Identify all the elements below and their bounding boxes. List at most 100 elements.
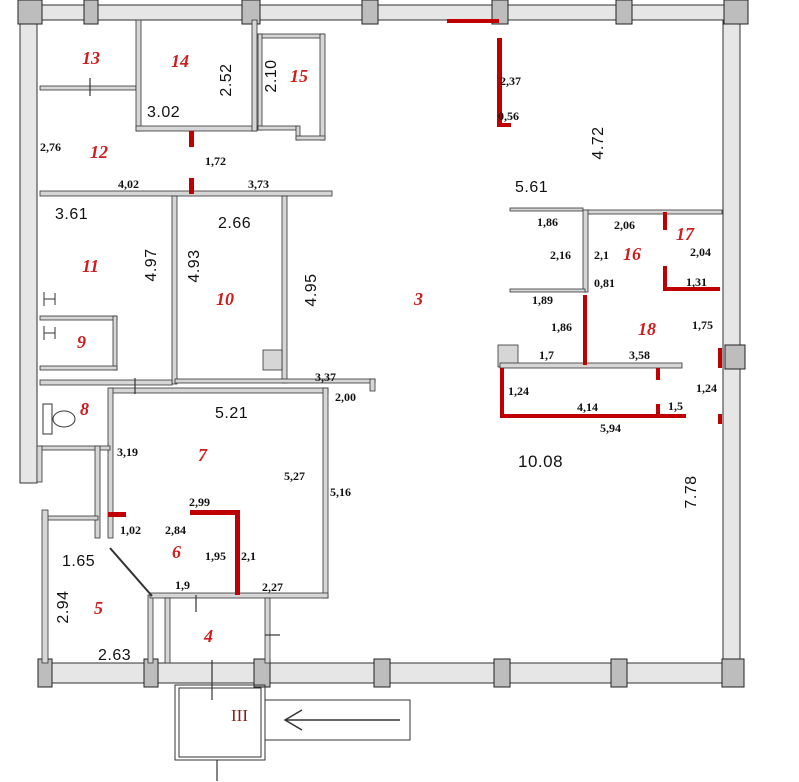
highlighted-wall-segment <box>663 212 667 230</box>
highlighted-wall-segment <box>235 510 240 595</box>
walls-layer <box>17 0 749 781</box>
dimension-label: 3.02 <box>147 104 180 121</box>
dimension-label: 2,37 <box>500 74 521 88</box>
dimension-label: 7.78 <box>683 475 700 508</box>
dimension-label: 10.08 <box>518 452 563 471</box>
pillar <box>491 0 509 25</box>
highlighted-wall-segment <box>656 404 660 416</box>
room-label-7: 7 <box>198 445 208 465</box>
wall-segment <box>319 33 326 141</box>
wall-segment <box>112 315 118 371</box>
room-label-8: 8 <box>80 399 89 419</box>
entrance-label: III <box>231 706 248 725</box>
dimension-label: 5,94 <box>600 421 621 435</box>
dimension-label: 4.72 <box>590 126 607 159</box>
wall-segment <box>322 387 329 599</box>
wall-segment <box>295 135 326 141</box>
wall-segment <box>264 597 271 664</box>
room-labels: 13 14 15 12 11 10 3 16 17 18 9 8 7 6 5 4… <box>77 48 695 725</box>
sink-icon <box>43 326 56 340</box>
wall-segment <box>39 315 118 321</box>
dimension-label: 1,24 <box>508 384 529 398</box>
dimension-label: 1,5 <box>668 399 683 413</box>
dimension-label: 2,04 <box>690 245 711 259</box>
outer-wall <box>19 4 38 484</box>
highlighted-wall-segment <box>190 510 240 515</box>
highlighted-wall-segment <box>718 414 722 424</box>
room-label-9: 9 <box>77 332 86 352</box>
wall-segment <box>174 378 376 384</box>
dimension-label: 0,56 <box>498 109 519 123</box>
dimension-label: 1,7 <box>539 348 554 362</box>
dimension-label: 1,86 <box>551 320 572 334</box>
entrance-outline <box>178 687 262 758</box>
dimension-label: 2.94 <box>55 590 72 623</box>
dimension-label: 3,37 <box>315 370 336 384</box>
pillar <box>83 0 99 25</box>
dimension-label: 1,31 <box>686 275 707 289</box>
wall-segment <box>39 190 333 197</box>
room-label-16: 16 <box>623 244 641 264</box>
toilet-icon <box>42 403 76 435</box>
dimension-label: 4.93 <box>186 249 203 282</box>
highlighted-wall-segment <box>656 368 660 380</box>
dimension-label: 3,19 <box>117 445 138 459</box>
door-mark <box>109 547 153 597</box>
pillar <box>721 658 745 688</box>
dimension-label: 3,73 <box>248 177 269 191</box>
room-label-5: 5 <box>94 598 103 618</box>
wall-segment <box>41 515 99 521</box>
highlighted-wall-segment <box>497 38 502 126</box>
highlighted-wall-segment <box>497 123 511 127</box>
room-label-18: 18 <box>638 319 656 339</box>
outer-wall <box>29 4 743 21</box>
dimension-label: 5,27 <box>284 469 305 483</box>
pillar <box>724 344 746 370</box>
wall-segment <box>509 288 586 293</box>
outer-wall <box>722 19 741 664</box>
dimension-label: 2,1 <box>241 549 256 563</box>
pillar <box>253 658 271 688</box>
dimension-label: 1,02 <box>120 523 141 537</box>
wall-segment <box>107 387 114 539</box>
highlighted-wall-segment <box>447 19 499 23</box>
dimension-label: 1,24 <box>696 381 717 395</box>
pillar <box>615 0 633 25</box>
wall-segment <box>251 19 258 132</box>
highlighted-wall-segment <box>663 287 720 291</box>
highlighted-wall-segment <box>189 178 194 194</box>
highlighted-wall-segment <box>583 295 587 365</box>
highlighted-wall-segment <box>500 414 686 418</box>
dimension-label: 1,75 <box>692 318 713 332</box>
wall-segment <box>257 125 299 131</box>
highlighted-wall-segment <box>500 368 504 418</box>
pillar <box>373 658 391 688</box>
room-label-13: 13 <box>82 48 100 68</box>
pillar <box>493 658 511 688</box>
dimension-label: 4,14 <box>577 400 598 414</box>
dimension-label: 4.95 <box>303 273 320 306</box>
room-label-3: 3 <box>413 289 423 309</box>
dimension-label: 2,1 <box>594 248 609 262</box>
dimension-label: 3.61 <box>55 206 88 223</box>
dimension-label: 0,81 <box>594 276 615 290</box>
arrow-left-icon <box>283 709 400 731</box>
dimension-label: 5,16 <box>330 485 351 499</box>
wall-segment <box>509 207 584 212</box>
wall-segment <box>257 33 325 39</box>
dimension-label: 5.61 <box>515 179 548 196</box>
highlighted-wall-segment <box>663 266 667 290</box>
wall-segment <box>262 349 283 371</box>
dimension-label: 1,86 <box>537 215 558 229</box>
wall-segment <box>41 509 49 664</box>
dimension-labels: 2,37 0,56 4.72 5.61 2,76 3.02 2.52 2.10 … <box>40 59 717 664</box>
wall-segment <box>281 195 288 384</box>
wall-segment <box>257 33 263 131</box>
dimension-label: 1,89 <box>532 293 553 307</box>
wall-segment <box>135 19 142 132</box>
highlighted-wall-segment <box>108 512 126 517</box>
wall-segment <box>109 387 329 394</box>
dimension-label: 2,99 <box>189 495 210 509</box>
wall-segment <box>39 365 118 371</box>
